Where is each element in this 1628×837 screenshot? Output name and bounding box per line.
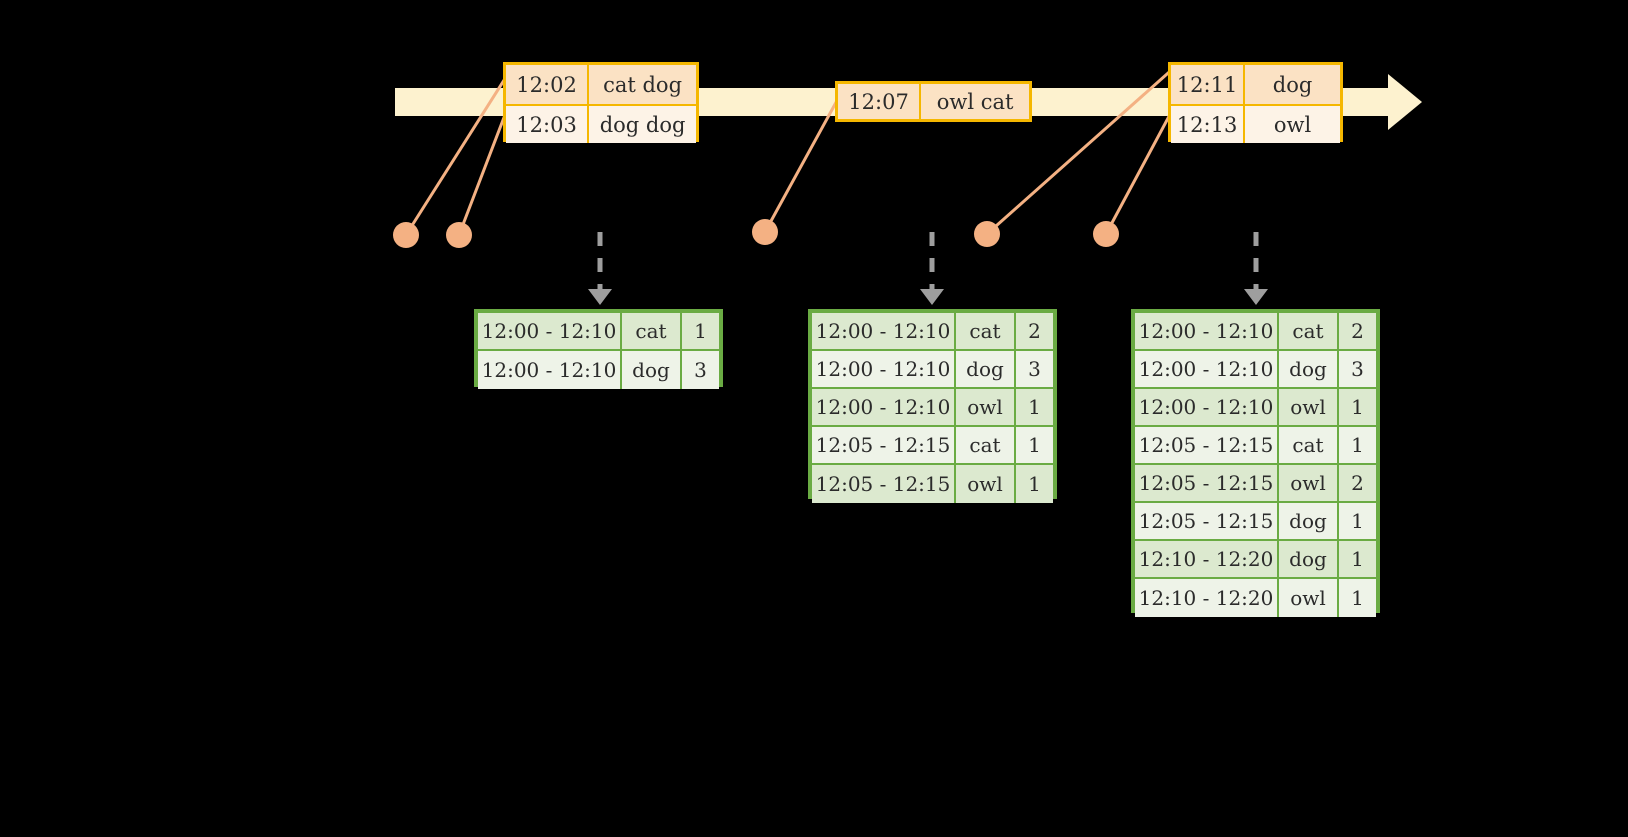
cell-word: owl: [1279, 389, 1339, 427]
cell-window: 12:00 - 12:10: [478, 313, 622, 351]
event-time: 12:02: [506, 65, 590, 104]
cell-window: 12:00 - 12:10: [812, 351, 956, 389]
cell-count: 1: [1351, 586, 1364, 610]
event-words: dog dog: [599, 112, 686, 137]
event-time: 12:03: [506, 106, 590, 143]
event-row: 12:07 owl cat: [838, 84, 1029, 119]
cell-window: 12:05 - 12:15: [1135, 503, 1279, 541]
dashed-arrow-1-head: [588, 289, 612, 305]
connector-line-5: [1104, 106, 1176, 235]
cell-count: 3: [1016, 351, 1053, 389]
cell-word: dog: [622, 351, 682, 389]
marker-dot-3: [752, 219, 778, 245]
cell-word: owl: [956, 389, 1016, 427]
event-box-1: 12:02 cat dog 12:03 dog dog: [503, 62, 699, 143]
event-row: 12:02 cat dog: [506, 65, 696, 104]
cell-word: dog: [1279, 503, 1339, 541]
cell-count: 1: [1339, 389, 1376, 427]
cell-word: cat: [956, 313, 1016, 351]
event-words: dog: [1272, 72, 1313, 97]
marker-dot-1: [393, 222, 419, 248]
cell-count: 1: [682, 313, 719, 351]
event-time: 12:07: [838, 84, 922, 119]
cell-count: 2: [1016, 313, 1053, 351]
cell-count: 1: [1339, 541, 1376, 579]
event-words: cat dog: [603, 72, 683, 97]
cell-word: dog: [956, 351, 1016, 389]
cell-count: 2: [1339, 313, 1376, 351]
event-box-3: 12:11 dog 12:13 owl: [1168, 62, 1343, 143]
event-row: 12:13 owl: [1171, 104, 1340, 143]
event-time: 12:13: [1171, 106, 1246, 143]
event-time: 12:11: [1171, 65, 1246, 104]
cell-window: 12:10 - 12:20: [1135, 579, 1279, 617]
cell-word: owl: [1279, 465, 1339, 503]
cell-count: 1: [1028, 472, 1041, 496]
cell-word: dog: [1279, 541, 1339, 579]
marker-dot-5: [1093, 221, 1119, 247]
cell-word: owl: [1279, 579, 1339, 617]
cell-window: 12:00 - 12:10: [1135, 389, 1279, 427]
cell-window: 12:05 - 12:15: [812, 465, 956, 503]
cell-window: 12:00 - 12:10: [478, 351, 622, 389]
cell-window: 12:05 - 12:15: [1135, 465, 1279, 503]
cell-word: cat: [622, 313, 682, 351]
dashed-arrow-3-head: [1244, 289, 1268, 305]
marker-dot-4: [974, 221, 1000, 247]
cell-count: 1: [1339, 503, 1376, 541]
cell-word: cat: [956, 427, 1016, 465]
cell-window: 12:00 - 12:10: [812, 389, 956, 427]
cell-word: cat: [1279, 313, 1339, 351]
cell-window: 12:05 - 12:15: [1135, 427, 1279, 465]
event-box-2: 12:07 owl cat: [835, 81, 1032, 122]
cell-window: 12:00 - 12:10: [812, 313, 956, 351]
cell-count: 3: [1339, 351, 1376, 389]
event-row: 12:03 dog dog: [506, 104, 696, 143]
connector-line-2: [457, 106, 510, 236]
event-words: owl: [1273, 112, 1312, 137]
cell-word: dog: [1279, 351, 1339, 389]
cell-window: 12:05 - 12:15: [812, 427, 956, 465]
cell-word: cat: [1279, 427, 1339, 465]
cell-word: owl: [956, 465, 1016, 503]
cell-count: 1: [1339, 427, 1376, 465]
cell-count: 2: [1339, 465, 1376, 503]
timeline-arrow-head: [1388, 74, 1422, 130]
event-words: owl cat: [936, 89, 1014, 114]
cell-count: 1: [1016, 389, 1053, 427]
cell-window: 12:00 - 12:10: [1135, 351, 1279, 389]
marker-dot-2: [446, 222, 472, 248]
cell-window: 12:10 - 12:20: [1135, 541, 1279, 579]
cell-count: 3: [694, 358, 707, 382]
cell-window: 12:00 - 12:10: [1135, 313, 1279, 351]
event-row: 12:11 dog: [1171, 65, 1340, 104]
dashed-arrow-2-head: [920, 289, 944, 305]
cell-count: 1: [1016, 427, 1053, 465]
